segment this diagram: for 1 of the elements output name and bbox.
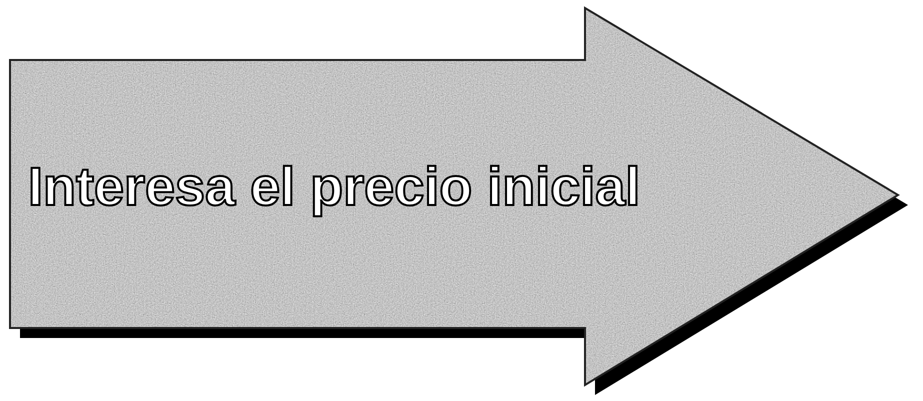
arrow-text: Interesa el precio inicial: [28, 158, 640, 218]
